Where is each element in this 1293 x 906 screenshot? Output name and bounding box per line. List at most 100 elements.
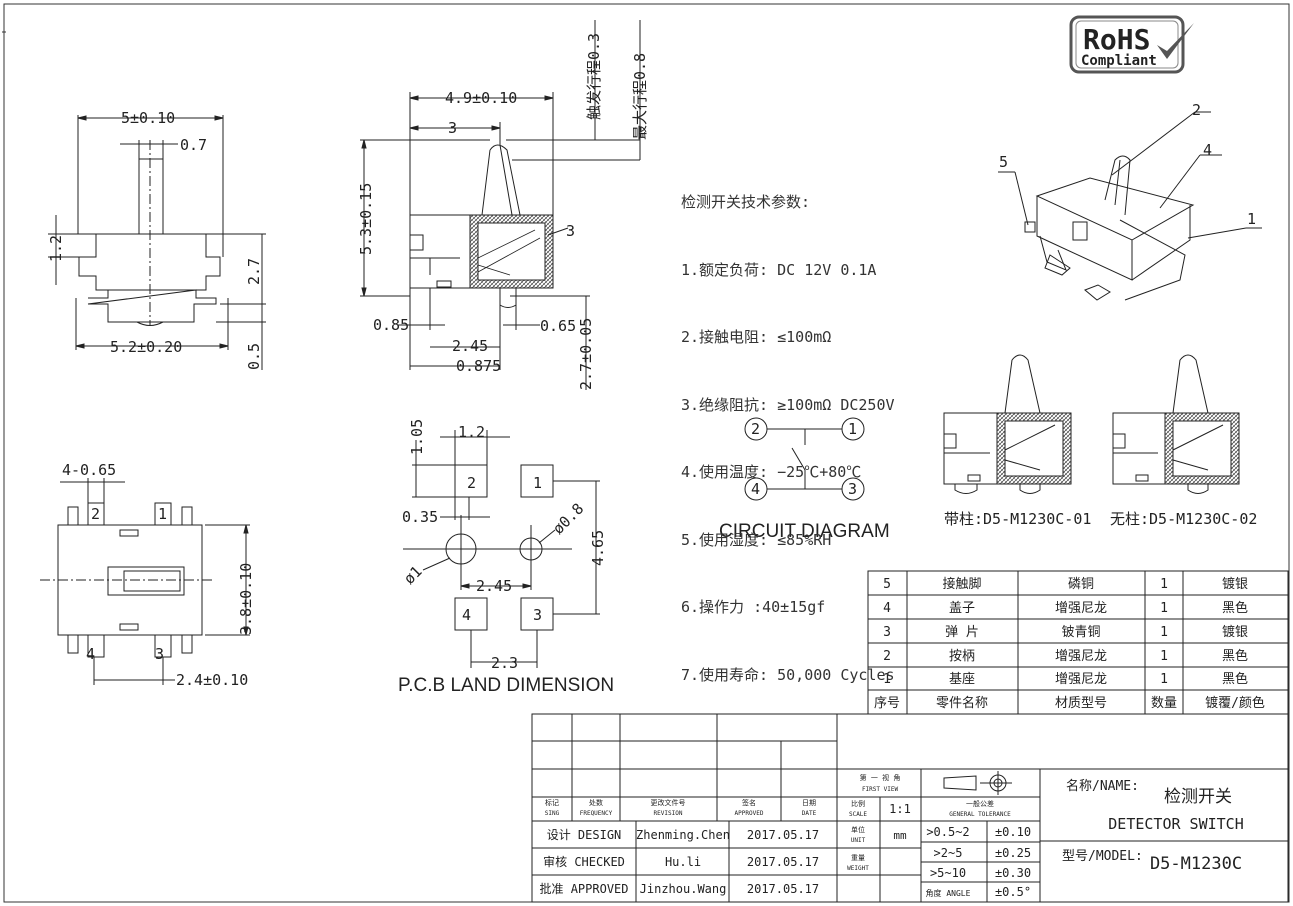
pad-label-2: 2: [467, 474, 476, 492]
dim-side-length: 4.9±0.10: [445, 89, 517, 107]
bom-header-cell: 材质型号: [1055, 696, 1107, 711]
tb-header: FREQUENCY: [580, 810, 613, 817]
dim-front-width: 5±0.10: [121, 109, 175, 127]
spec-item: 6.操作力 :40±15gf: [681, 598, 826, 616]
bom-cell: 1: [1160, 625, 1168, 640]
callout-side-3: 3: [566, 222, 575, 240]
tb-header: APPROVED: [735, 810, 764, 817]
bom-cell: 铍青铜: [1061, 625, 1100, 640]
tb-product-name-en: DETECTOR SWITCH: [1108, 815, 1243, 833]
bom-cell: 2: [883, 649, 891, 664]
bom-cell: 黑色: [1222, 600, 1248, 616]
tb-header: DATE: [802, 810, 817, 817]
tech-specs: 检测开关技术参数: 1.额定负荷: DC 12V 0.1A 2.接触电阻: ≤1…: [681, 146, 895, 709]
tb-header: 签名: [742, 798, 756, 807]
pin-label-4: 4: [86, 645, 95, 663]
dim-pcb-23: 2.3: [491, 654, 518, 672]
tb-header: REVISION: [654, 810, 683, 817]
tb-unit: mm: [893, 829, 907, 842]
bom-cell: 增强尼龙: [1055, 672, 1107, 687]
dim-actuator-width: 0.7: [180, 136, 207, 154]
dim-left-height: 1.2: [47, 235, 65, 262]
bom-header-cell: 零件名称: [936, 695, 988, 711]
dim-side-245: 2.45: [452, 337, 488, 355]
bom-cell: 黑色: [1222, 648, 1248, 664]
dim-pcb-105: 1.05: [408, 419, 426, 455]
isometric-view: [998, 111, 1262, 301]
tb-scale-label: SCALE: [849, 811, 867, 818]
dim-pin-width: 4-0.65: [62, 461, 116, 479]
tb-weight-label: WEIGHT: [847, 865, 869, 872]
spec-item: 7.使用寿命: 50,000 Cycles: [681, 665, 895, 684]
variant-without-post-label: 无柱:D5-M1230C-02: [1110, 510, 1257, 528]
tb-tol-range: >5~10: [930, 866, 966, 880]
tb-name-label: 名称/NAME:: [1066, 778, 1139, 794]
callout-5: 5: [999, 153, 1008, 171]
tb-tol-range: 角度 ANGLE: [926, 888, 971, 898]
dim-bottom-24: 2.4±0.10: [176, 671, 248, 689]
dim-side-3: 3: [448, 119, 457, 137]
circuit-title: CIRCUIT DIAGRAM: [719, 521, 890, 542]
dim-side-085: 0.85: [373, 316, 409, 334]
bom-header-cell: 镀覆/颜色: [1205, 695, 1265, 711]
dim-foot-height: 0.5: [245, 343, 263, 370]
bom-cell: 1: [1160, 601, 1168, 616]
tb-model-label: 型号/MODEL:: [1062, 849, 1143, 864]
dim-body-height: 2.7: [245, 258, 263, 285]
circuit-node-3: 3: [848, 480, 857, 498]
dim-bottom-height: 3.8±0.10: [237, 563, 255, 635]
tb-header: 处数: [589, 798, 603, 807]
tb-name: Jinzhou.Wang: [640, 882, 727, 896]
dim-side-065: 0.65: [540, 317, 576, 335]
bom-cell: 黑色: [1222, 671, 1248, 687]
bom-cell: 接触脚: [942, 576, 981, 592]
tb-scale-label: 比例: [851, 799, 865, 808]
tb-unit-label: 单位: [851, 825, 865, 834]
bom-cell: 1: [883, 672, 891, 687]
tb-role: 批准 APPROVED: [539, 881, 628, 896]
dim-pcb-phi08: ø0.8: [549, 500, 587, 538]
dim-side-27: 2.7±0.05: [577, 318, 595, 390]
variant-with-post-label: 带柱:D5-M1230C-01: [944, 510, 1091, 528]
bom-cell: 增强尼龙: [1055, 649, 1107, 664]
bom-cell: 按柄: [949, 649, 975, 664]
bom-cell: 5: [883, 577, 891, 592]
callout-2: 2: [1192, 101, 1201, 119]
circuit-diagram: [744, 417, 865, 501]
dim-side-height: 5.3±0.15: [357, 183, 375, 255]
bom-cell: 1: [1160, 649, 1168, 664]
bom-header-cell: 数量: [1151, 696, 1177, 711]
pad-label-3: 3: [533, 606, 542, 624]
callout-1: 1: [1247, 210, 1256, 228]
dim-pcb-phi1: ø1: [400, 562, 426, 588]
dim-pcb-245: 2.45: [476, 577, 512, 595]
pin-label-2: 2: [91, 505, 100, 523]
tb-tol-label: 一般公差: [966, 799, 994, 808]
variant-with-post: [943, 354, 1072, 494]
tb-name: Zhenming.Chen: [636, 828, 730, 842]
spec-item: 1.额定负荷: DC 12V 0.1A: [681, 260, 877, 279]
tb-role: 审核 CHECKED: [543, 854, 625, 869]
variant-without-post: [1112, 354, 1240, 494]
bom-table: [867, 570, 1289, 715]
tb-header: 标记: [545, 798, 559, 807]
bom-cell: 4: [883, 601, 891, 616]
tb-name: Hu.li: [665, 855, 701, 869]
bottom-view: [40, 478, 250, 685]
tb-header: 更改文件号: [651, 798, 686, 807]
tb-date: 2017.05.17: [747, 882, 819, 896]
tb-date: 2017.05.17: [747, 855, 819, 869]
tb-header: SING: [545, 810, 560, 817]
tb-tol-value: ±0.30: [995, 866, 1031, 880]
tb-tol-value: ±0.10: [995, 825, 1031, 839]
tb-product-name: 检测开关: [1164, 787, 1232, 807]
tb-scale: 1:1: [889, 802, 911, 816]
dim-touch-travel: 触发行程0.3: [585, 33, 603, 120]
bom-cell: 盖子: [949, 601, 975, 616]
bom-cell: 3: [883, 625, 891, 640]
tb-unit-label: UNIT: [851, 837, 866, 844]
circuit-node-1: 1: [848, 420, 857, 438]
bom-cell: 镀银: [1222, 576, 1248, 592]
tb-header: 日期: [802, 799, 816, 807]
